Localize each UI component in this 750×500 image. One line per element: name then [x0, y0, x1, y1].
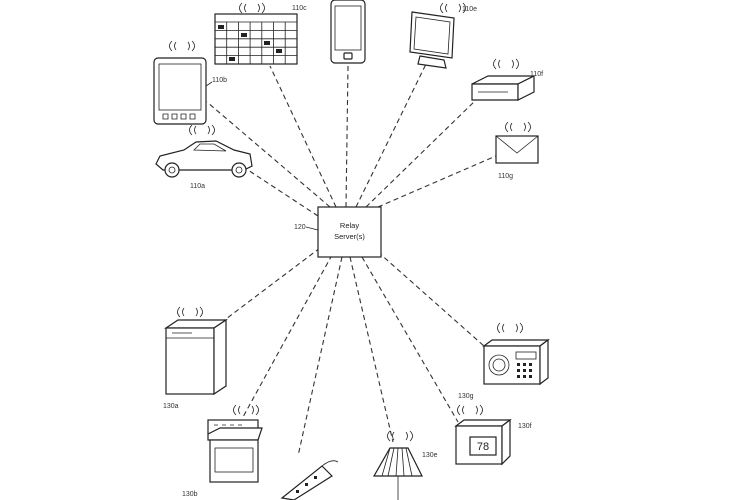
smartphone-icon [330, 0, 366, 64]
link-radio [377, 251, 485, 347]
relay-server-line1: Relay [340, 221, 359, 230]
link-monitor [355, 63, 427, 208]
relay-server: Relay Server(s) 120 [294, 206, 382, 258]
stove-icon: 130b [182, 404, 263, 498]
tablet-ref: 110b [212, 77, 227, 84]
monitor-icon: 110e [409, 2, 477, 69]
link-phone [345, 65, 349, 208]
dishwasher-ref: 130a [163, 403, 179, 410]
envelope-icon: 110g [495, 121, 539, 180]
link-powerstrip [297, 256, 343, 457]
thermostat-reading: 78 [477, 441, 489, 453]
calendar-ref: 110c [292, 5, 307, 12]
calendar-icon: 110c [214, 2, 307, 65]
link-car [247, 169, 319, 217]
link-stove [242, 254, 333, 418]
radio-ref: 130g [458, 393, 474, 400]
dishwasher-icon: 130a [163, 306, 228, 410]
link-email [377, 155, 497, 208]
link-thermostat [361, 256, 459, 423]
thermostat-ref: 130f [518, 423, 532, 430]
car-ref: 110a [190, 183, 205, 190]
link-tablet [206, 101, 331, 208]
power-strip-icon [280, 460, 339, 500]
radio-icon: 130g [458, 322, 550, 400]
car-icon: 110a [155, 124, 253, 190]
link-calendar [269, 65, 337, 208]
lamp-icon: 130e [372, 430, 438, 500]
relay-server-box [317, 206, 382, 258]
connection-lines [206, 63, 497, 457]
set-top-box-icon: 110f [471, 58, 543, 101]
relay-server-line2: Server(s) [334, 232, 365, 241]
relay-server-ref: 120 [294, 224, 306, 231]
monitor-ref: 110e [462, 6, 477, 13]
stove-ref: 130b [182, 491, 198, 498]
link-dishwasher [221, 247, 321, 323]
tablet-icon: 110b [153, 40, 227, 125]
thermostat-icon: 78 130f [454, 404, 532, 466]
email-ref: 110g [498, 173, 513, 180]
lamp-ref: 130e [422, 452, 438, 459]
link-settop [365, 97, 479, 208]
settop-ref: 110f [530, 71, 543, 78]
link-lamp [349, 256, 394, 443]
